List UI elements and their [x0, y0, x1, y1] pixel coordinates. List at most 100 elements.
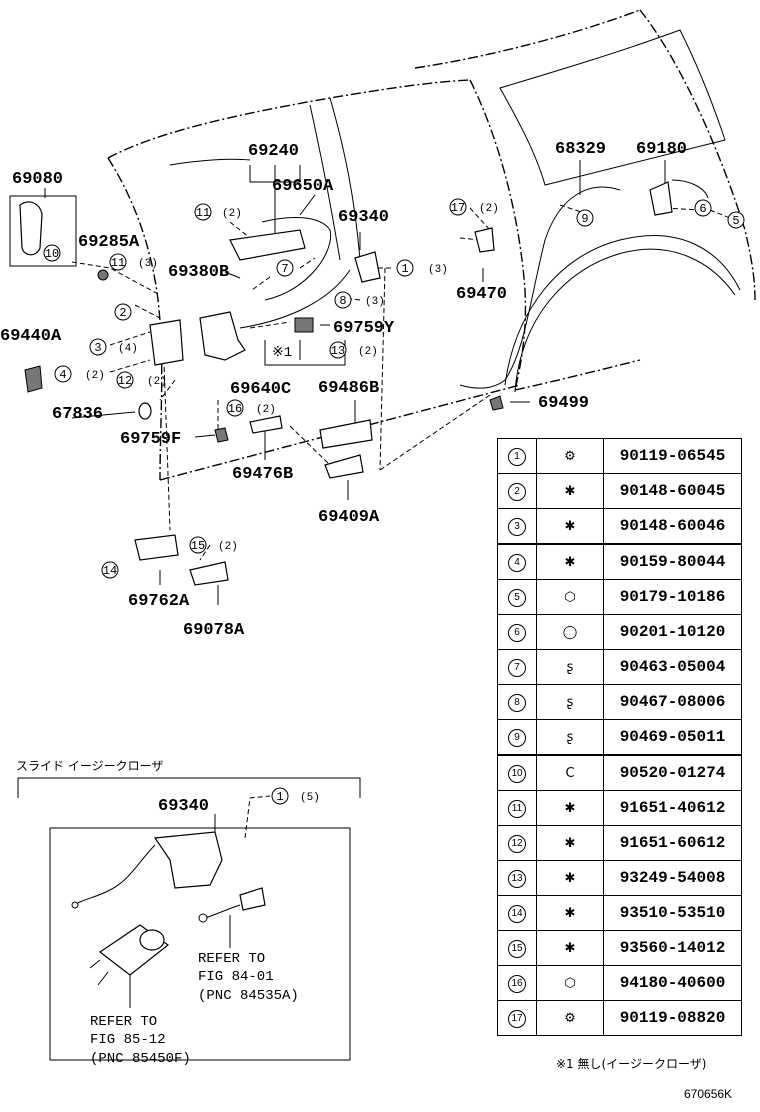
- reference-markers: 10 11 (3) 2 3 (4) 4 (2) 12 (2) 11 (2) 7 …: [43, 198, 745, 579]
- row-number-cell: 17: [497, 1000, 537, 1036]
- row-part-number: 91651-40612: [603, 790, 742, 826]
- marker-7: 7: [281, 262, 288, 276]
- row-number-cell: 11: [497, 790, 537, 826]
- qty-17: (2): [479, 203, 499, 215]
- row-part-number: 90159-80044: [603, 543, 742, 580]
- part-shapes: [9, 179, 709, 586]
- label-68329: 68329: [555, 140, 606, 159]
- label-69240: 69240: [248, 142, 299, 161]
- table-row: 9 ʂ 90469-05011: [497, 719, 742, 756]
- row-number: 14: [508, 905, 526, 923]
- row-icon-cell: ⬡: [536, 579, 604, 615]
- refer1-line2: FIG 84-01: [198, 969, 274, 985]
- row-icon-cell: ⚙: [536, 438, 604, 474]
- row-number: 9: [508, 729, 526, 747]
- bolt-icon: ⚙: [564, 449, 576, 464]
- row-number: 11: [508, 800, 526, 818]
- marker-2: 2: [119, 306, 126, 320]
- row-number: 6: [508, 624, 526, 642]
- screw-icon: ✱: [564, 906, 576, 921]
- table-row: 2 ✱ 90148-60045: [497, 473, 742, 509]
- marker-5: 5: [732, 214, 739, 228]
- row-number: 10: [508, 765, 526, 783]
- row-number-cell: 10: [497, 754, 537, 791]
- label-69080: 69080: [12, 170, 63, 189]
- qty-15: (2): [218, 541, 238, 553]
- qty-1: (3): [428, 264, 448, 276]
- label-69285a: 69285A: [78, 233, 140, 252]
- screw-icon: ✱: [564, 484, 576, 499]
- nut-icon: ⬡: [564, 976, 576, 991]
- row-part-number: 90148-60045: [603, 473, 742, 509]
- row-number: 8: [508, 694, 526, 712]
- row-part-number: 93510-53510: [603, 895, 742, 931]
- inset-slide-closer: スライド イージークローザ 69340 1 (5) REFER TO FIG 8…: [16, 759, 361, 1067]
- inset-label-69340: 69340: [158, 797, 209, 816]
- qty-11b: (2): [222, 208, 242, 220]
- qty-11a: (3): [138, 258, 158, 270]
- refer1-line1: REFER TO: [198, 951, 265, 967]
- table-row: 15✱93560-14012: [497, 930, 742, 966]
- row-number-cell: 3: [497, 508, 537, 545]
- label-69759y: 69759Y: [333, 319, 395, 338]
- bolt-icon: ⚙: [564, 1011, 576, 1026]
- qty-4: (2): [85, 370, 105, 382]
- row-number: 17: [508, 1010, 526, 1028]
- label-69180: 69180: [636, 140, 687, 159]
- qty-8: (3): [365, 296, 385, 308]
- row-part-number: 90463-05004: [603, 649, 742, 685]
- row-number: 7: [508, 659, 526, 677]
- screw-icon: ✱: [564, 941, 576, 956]
- nut-icon: ⬡: [564, 590, 576, 605]
- table-row: 14 ✱ 93510-53510: [497, 895, 742, 931]
- row-icon-cell: ✱: [536, 790, 604, 826]
- label-69762a: 69762A: [128, 592, 190, 611]
- row-number-cell: 12: [497, 825, 537, 861]
- clip-icon: ʂ: [566, 695, 574, 710]
- row-number-cell: 9: [497, 719, 537, 756]
- marker-6: 6: [699, 202, 706, 216]
- marker-14: 14: [103, 564, 117, 578]
- row-number-cell: 6: [497, 614, 537, 650]
- row-icon-cell: C: [536, 754, 604, 791]
- row-part-number: 90119-08820: [603, 1000, 742, 1036]
- marker-12: 12: [118, 374, 132, 388]
- row-part-number: 93560-14012: [603, 930, 742, 966]
- row-icon-cell: ⬡: [536, 965, 604, 1001]
- qty-16: (2): [256, 404, 276, 416]
- row-part-number: 90201-10120: [603, 614, 742, 650]
- label-69440a: 69440A: [0, 327, 62, 346]
- figure-code: 670656K: [684, 1087, 733, 1101]
- label-69409a: 69409A: [318, 508, 380, 527]
- label-69078a: 69078A: [183, 621, 245, 640]
- row-icon-cell: ✱: [536, 895, 604, 931]
- row-part-number: 90148-60046: [603, 508, 742, 545]
- refer2-line2: FIG 85-12: [90, 1032, 166, 1048]
- row-part-number: 90179-10186: [603, 579, 742, 615]
- screw-icon: ✱: [564, 871, 576, 886]
- row-number-cell: 14: [497, 895, 537, 931]
- marker-1: 1: [401, 262, 408, 276]
- clip-icon: ʂ: [566, 730, 574, 745]
- row-number-cell: 5: [497, 579, 537, 615]
- row-number: 3: [508, 518, 526, 536]
- row-icon-cell: ✱: [536, 930, 604, 966]
- row-number: 2: [508, 483, 526, 501]
- refer1-line3: (PNC 84535A): [198, 988, 299, 1004]
- row-number: 16: [508, 975, 526, 993]
- row-number: 1: [508, 448, 526, 466]
- row-part-number: 90469-05011: [603, 719, 742, 756]
- c-ring-icon: C: [565, 766, 575, 781]
- row-part-number: 90119-06545: [603, 438, 742, 474]
- qty-13: (2): [358, 346, 378, 358]
- note-mark: ※1: [272, 345, 292, 361]
- row-icon-cell: ✱: [536, 860, 604, 896]
- row-icon-cell: ✱: [536, 508, 604, 545]
- table-row: 12✱91651-60612: [497, 825, 742, 861]
- footnote: ※1 無し(イージークローザ): [556, 1057, 707, 1071]
- table-row: 16⬡94180-40600: [497, 965, 742, 1001]
- screw-icon: ✱: [564, 836, 576, 851]
- label-69499: 69499: [538, 394, 589, 413]
